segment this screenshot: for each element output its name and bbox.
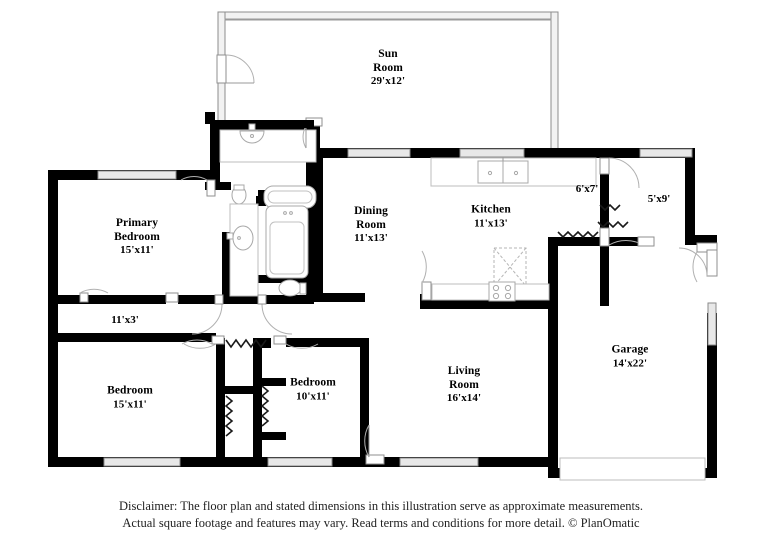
kitchen-fixtures: [430, 157, 597, 302]
sun-room-enclosure: [216, 11, 559, 151]
closet-bifold-doors: [224, 203, 629, 437]
garage-door: [559, 457, 706, 481]
space-label-storage-room: 5'x9': [647, 193, 671, 205]
disclaimer-line-2: Actual square footage and features may v…: [122, 516, 640, 530]
doors: [79, 117, 718, 465]
interior-walls: [48, 148, 640, 458]
disclaimer: Disclaimer: The floor plan and stated di…: [0, 498, 762, 532]
windows: [48, 148, 717, 467]
space-label-hall-closet: 11'x3': [111, 314, 139, 326]
misc-structures: [205, 112, 314, 128]
bath-fixtures: [219, 123, 317, 297]
space-label-utility-room: 6'x7': [575, 183, 599, 195]
disclaimer-line-1: Disclaimer: The floor plan and stated di…: [119, 499, 643, 513]
